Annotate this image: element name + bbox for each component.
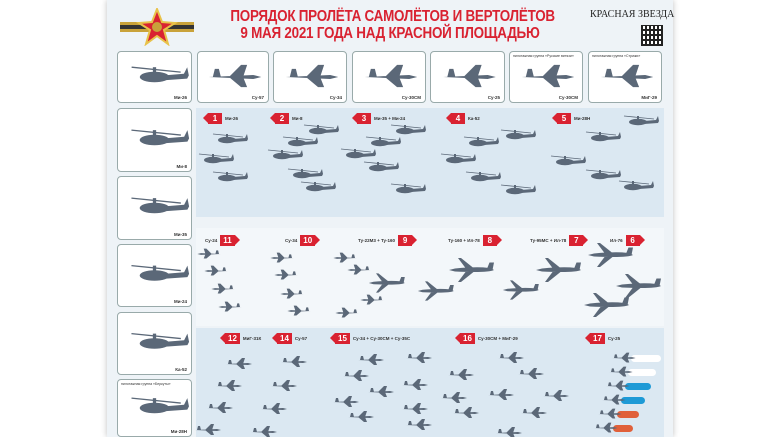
section-fighters <box>196 328 664 437</box>
aircraft-caption: Ми-26 <box>173 95 187 100</box>
formation-number: 15 <box>330 333 350 344</box>
helicopter-photo <box>131 129 190 146</box>
section-helicopters <box>196 108 664 217</box>
formation-number: 14 <box>272 333 292 344</box>
aircraft-caption: Ми-24 <box>173 299 187 304</box>
group-caption: пилотажная группа «Русские витязи» <box>513 54 574 58</box>
aircraft-card: Ми-8 <box>117 108 192 172</box>
aircraft-card: пилотажная группа «Русские витязи» Су-30С… <box>509 51 583 103</box>
group-caption: пилотажная группа «Стрижи» <box>592 54 641 58</box>
formation-label: Ми-26 <box>225 116 239 121</box>
jet-photo <box>600 64 654 88</box>
helicopter-photo <box>131 264 190 281</box>
formation-label: Су-57 <box>294 336 308 341</box>
helicopter-photo <box>131 66 189 83</box>
formation-number: 11 <box>220 235 241 246</box>
formation-label: Су-24 <box>205 238 218 243</box>
formation-label: Ми-35 + Ми-24 <box>374 116 406 121</box>
formation-number: 6 <box>625 235 645 246</box>
aircraft-card: Ми-35 <box>117 176 192 240</box>
jet-photo <box>285 64 339 88</box>
formation-label: Су-25 <box>607 336 621 341</box>
jet-photo <box>364 64 418 88</box>
newspaper-logo: КРАСНАЯ ЗВЕЗДА <box>590 9 675 20</box>
aircraft-card: Су-34 <box>273 51 347 103</box>
group-caption: пилотажная группа «Беркуты» <box>121 382 171 386</box>
qr-code <box>641 25 663 46</box>
formation-label: МиГ-31К <box>242 336 262 341</box>
aircraft-caption: Су-34 <box>329 95 342 100</box>
formation-number: 8 <box>482 235 502 246</box>
jet-photo <box>443 64 496 88</box>
aircraft-card: Су-25 <box>430 51 505 103</box>
formation-number: 4 <box>446 113 465 124</box>
title-line-2: 9 МАЯ 2021 ГОДА НАД КРАСНОЙ ПЛОЩАДЬЮ <box>240 25 540 42</box>
formation-number: 2 <box>270 113 289 124</box>
aircraft-caption: Ка-52 <box>175 367 187 372</box>
formation-label: Ту-22М3 + Ту-160 <box>358 238 396 243</box>
aircraft-caption: Су-57 <box>251 95 264 100</box>
formation-number: 9 <box>398 235 418 246</box>
formation-label: Ил-76 <box>610 238 623 243</box>
formation-label: Ми-28Н <box>574 116 591 121</box>
formation-label: Су-34 + Су-30СМ + Су-35С <box>352 336 411 341</box>
aircraft-card: Су-30СМ <box>352 51 426 103</box>
aircraft-caption: Су-30СМ <box>558 95 578 100</box>
aircraft-caption: Ми-28Н <box>170 429 187 434</box>
aircraft-card: Ка-52 <box>117 312 192 375</box>
formation-number: 5 <box>552 113 571 124</box>
formation-label: Ту-160 + Ил-78 <box>448 238 480 243</box>
jet-photo <box>521 64 575 88</box>
section-bombers <box>196 228 664 326</box>
aircraft-card: пилотажная группа «Беркуты» Ми-28Н <box>117 379 192 437</box>
jet-photo <box>208 64 262 88</box>
aircraft-card: Ми-24 <box>117 244 192 307</box>
victory-emblem-logo <box>118 6 196 47</box>
formation-label: Су-34 <box>285 238 298 243</box>
formation-number: 3 <box>352 113 371 124</box>
aircraft-caption: Су-25 <box>487 95 500 100</box>
formation-number: 16 <box>455 333 475 344</box>
formation-number: 1 <box>203 113 222 124</box>
helicopter-photo <box>131 332 190 349</box>
aircraft-card: пилотажная группа «Стрижи» МиГ-29 <box>588 51 662 103</box>
aircraft-card: Ми-26 <box>117 51 192 103</box>
formation-number: 10 <box>300 235 321 246</box>
formation-number: 7 <box>569 235 589 246</box>
aircraft-caption: Ми-35 <box>173 232 187 237</box>
aircraft-caption: МиГ-29 <box>641 95 657 100</box>
formation-label: Ми-8 <box>292 116 303 121</box>
title-line-1: ПОРЯДОК ПРОЛЁТА САМОЛЁТОВ И ВЕРТОЛЁТОВ <box>230 8 555 25</box>
formation-number: 17 <box>585 333 605 344</box>
formation-label: Ту-95МС + Ил-78 <box>530 238 567 243</box>
aircraft-caption: Су-30СМ <box>401 95 421 100</box>
formation-label: Ка-52 <box>468 116 480 121</box>
aircraft-card: Су-57 <box>197 51 269 103</box>
aircraft-caption: Ми-8 <box>176 164 187 169</box>
helicopter-photo <box>131 397 189 414</box>
helicopter-photo <box>131 197 190 214</box>
formation-number: 12 <box>220 333 240 344</box>
formation-label: Су-30СМ + МиГ-29 <box>477 336 518 341</box>
